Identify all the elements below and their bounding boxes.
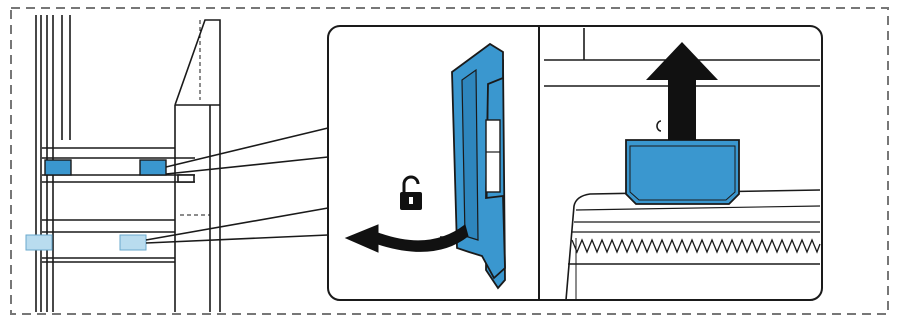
ghost-holder-right [120,235,146,250]
ghost-holder-left [26,235,52,250]
shelf-holder-right [140,160,166,175]
shelf-holder-left [45,160,71,175]
detail-box [328,26,822,300]
callout-lines [146,128,328,243]
lift-holder-block [626,140,739,204]
